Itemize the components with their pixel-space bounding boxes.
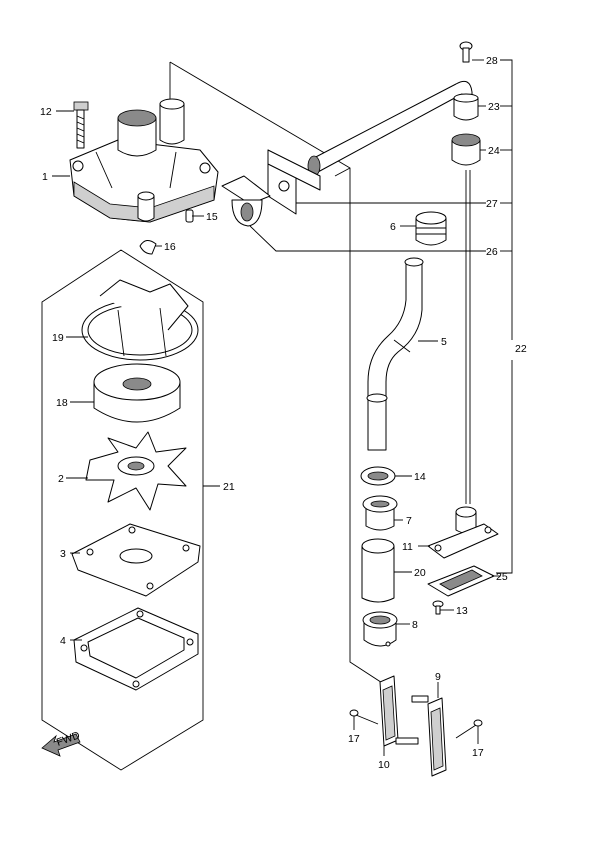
guide-10 [379,675,419,747]
callout-1: 1 [42,171,48,183]
callout-13: 13 [456,605,468,617]
insert-18 [93,363,181,423]
callout-22: 22 [515,343,527,355]
callout-9: 9 [435,671,441,683]
clamp-26 [221,175,271,227]
callout-25: 25 [496,571,508,583]
bushing-8 [362,611,398,647]
screw-13 [432,600,444,615]
callout-11: 11 [402,541,413,553]
callout-7: 7 [406,515,412,527]
callout-20: 20 [414,567,426,579]
hose-5 [366,257,424,451]
screw-17b [455,719,483,739]
callout-10: 10 [378,759,390,771]
guide-9 [411,695,447,777]
bolt-12 [73,101,89,149]
callout-14: 14 [414,471,426,483]
callout-23: 23 [488,101,500,113]
callout-27: 27 [486,198,498,210]
callout-21: 21 [223,481,235,493]
screen-25 [427,565,495,597]
callout-labels: 12 1 15 16 19 18 2 3 4 21 28 23 24 27 26… [40,55,527,771]
forward-arrow-icon: FWD [41,729,82,757]
kit-frame-left [41,249,204,771]
pin-15 [185,209,194,223]
callout-12: 12 [40,106,52,118]
callout-18: 18 [56,397,68,409]
callout-16: 16 [164,241,176,253]
screw-28 [459,41,473,63]
callout-28: 28 [486,55,498,67]
callout-24: 24 [488,145,500,157]
grommet-6 [415,211,447,246]
bracket-27 [267,149,321,215]
callout-26: 26 [486,246,498,258]
callout-17-left: 17 [348,733,360,745]
callout-8: 8 [412,619,418,631]
kit-frame-right [169,61,394,691]
callout-4: 4 [60,635,66,647]
callout-2: 2 [58,473,64,485]
leader-lines [52,59,513,756]
callout-6: 6 [390,221,396,233]
joint-11 [427,506,499,559]
ring-14 [360,466,396,486]
bushing-7 [362,495,398,531]
screw-17a [349,709,379,725]
callout-17-right: 17 [472,747,484,759]
pump-case-1 [69,98,219,223]
gasket-4 [73,607,199,691]
callout-19: 19 [52,332,64,344]
callout-15: 15 [206,211,218,223]
key-16 [139,240,157,255]
impeller-2 [85,431,187,511]
liner-19 [81,279,199,361]
callout-3: 3 [60,548,66,560]
sleeve-20 [361,538,395,603]
plate-3 [71,523,201,597]
water-tube [307,80,479,504]
callout-5: 5 [441,336,447,348]
grommet-24 [451,133,481,166]
